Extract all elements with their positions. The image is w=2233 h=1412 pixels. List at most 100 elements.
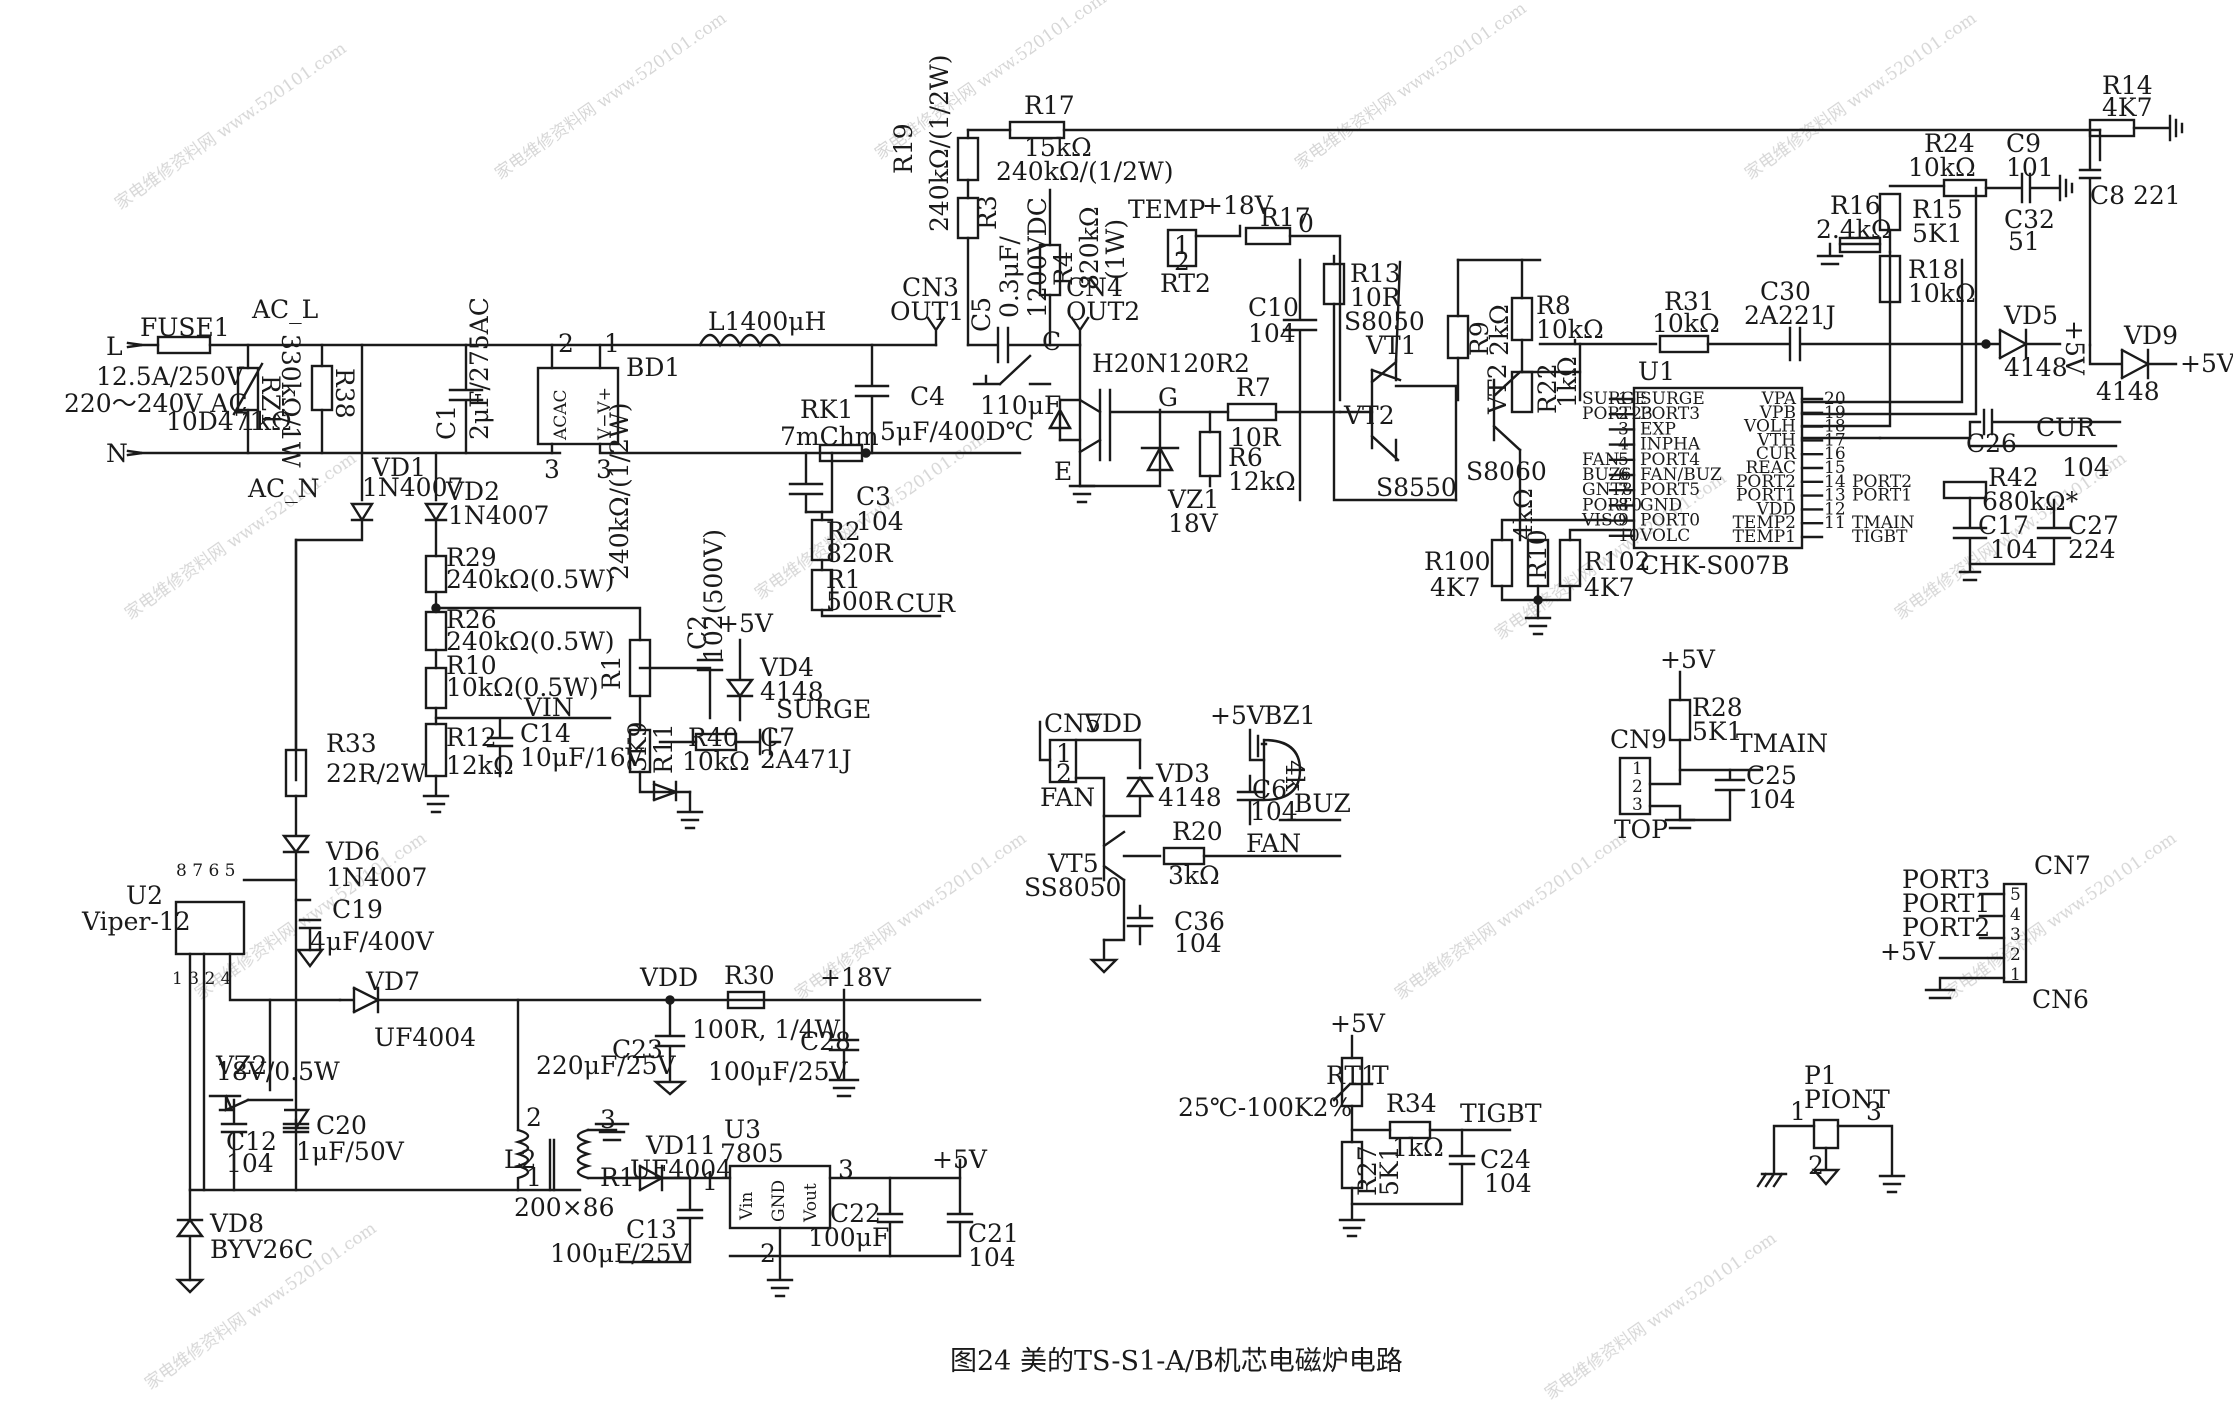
svg-text:4148: 4148 <box>1158 783 1222 812</box>
svg-text:820kΩ: 820kΩ <box>1075 206 1104 290</box>
svg-text:R14: R14 <box>2102 71 2153 100</box>
svg-text:C23: C23 <box>612 1035 663 1064</box>
svg-text:3: 3 <box>1866 1097 1882 1126</box>
svg-text:240kΩ(0.5W): 240kΩ(0.5W) <box>446 627 615 656</box>
svg-text:220～240V AC: 220～240V AC <box>64 389 248 418</box>
svg-text:TEMP: TEMP <box>1128 195 1205 224</box>
svg-text:R34: R34 <box>1386 1089 1437 1118</box>
u1-pin-left: PORT3 <box>1640 404 1700 424</box>
u1-net-left: FAN <box>1582 450 1620 470</box>
svg-text:V−V+: V−V+ <box>595 387 615 441</box>
svg-text:BYV26C: BYV26C <box>210 1235 313 1264</box>
u1-pin-left: PORT4 <box>1640 450 1700 470</box>
svg-text:+5V: +5V <box>2180 349 2233 378</box>
svg-text:+5V: +5V <box>718 609 774 638</box>
u1-pin-number: 11 <box>1824 513 1846 533</box>
svg-text:10kΩ: 10kΩ <box>1652 309 1720 338</box>
svg-text:101: 101 <box>2006 153 2054 182</box>
svg-text:+5V: +5V <box>1660 645 1716 674</box>
svg-text:RT2: RT2 <box>1160 269 1211 298</box>
svg-text:2: 2 <box>1808 1151 1824 1180</box>
svg-text:4: 4 <box>2010 905 2021 925</box>
svg-text:1: 1 <box>1174 231 1190 260</box>
svg-text:C19: C19 <box>332 895 383 924</box>
svg-text:10kΩ(0.5W): 10kΩ(0.5W) <box>446 673 599 702</box>
svg-text:12kΩ: 12kΩ <box>1228 467 1296 496</box>
svg-text:UF4004: UF4004 <box>630 1155 732 1184</box>
svg-text:1: 1 <box>1632 759 1643 779</box>
mcu-u1: U1 CHK-S007B SURGE1SURGEPORT32PORT23EXP3… <box>1538 71 2233 582</box>
fan-buzzer-section: CN5 VDD 1 2 FAN VD3 4148 +5V BZ1 4k C6 1… <box>1024 701 1351 974</box>
driver-section: TEMP +18V 1 2 RT2 R17 0 C10 104 R13 10R … <box>1128 191 1651 636</box>
svg-text:VDD: VDD <box>639 963 698 992</box>
svg-text:VD3: VD3 <box>1155 759 1210 788</box>
svg-text:R7: R7 <box>1236 373 1271 402</box>
svg-text:OUT2: OUT2 <box>1066 297 1140 326</box>
svg-text:E: E <box>1054 457 1072 486</box>
svg-text:家电维修资料网 www.520101.com: 家电维修资料网 www.520101.com <box>121 448 360 624</box>
svg-text:4K7: 4K7 <box>1584 573 1635 602</box>
svg-text:5: 5 <box>2010 885 2021 905</box>
svg-text:2A471J: 2A471J <box>760 745 852 774</box>
svg-text:VDD: VDD <box>1083 709 1142 738</box>
svg-text:3K9: 3K9 <box>623 722 652 773</box>
svg-text:CN7: CN7 <box>2034 851 2091 880</box>
svg-text:104: 104 <box>2062 453 2110 482</box>
svg-text:家电维修资料网 www.520101.com: 家电维修资料网 www.520101.com <box>1291 0 1530 174</box>
svg-text:VD7: VD7 <box>365 967 420 996</box>
svg-text:FAN: FAN <box>1246 829 1301 858</box>
point-p1: P1 PIONT 1 2 3 <box>1756 1061 1906 1194</box>
u1-pin-number: 12 <box>1824 499 1846 519</box>
svg-text:VZ2: VZ2 <box>215 1051 267 1080</box>
svg-text:500R: 500R <box>826 587 894 616</box>
svg-text:PORT2: PORT2 <box>1902 913 1990 942</box>
svg-text:CN6: CN6 <box>2032 985 2089 1014</box>
svg-text:18V: 18V <box>1168 509 1219 538</box>
svg-text:C3: C3 <box>856 482 891 511</box>
svg-text:Vout: Vout <box>801 1183 821 1223</box>
svg-text:104: 104 <box>1250 797 1298 826</box>
svg-text:SURGE: SURGE <box>776 695 871 724</box>
u1-net-left: SURGE <box>1582 389 1647 409</box>
svg-text:T: T <box>1372 1061 1389 1090</box>
svg-text:VT1: VT1 <box>1365 331 1417 360</box>
u1-pin-left: VOLC <box>1639 526 1690 546</box>
svg-text:4K7: 4K7 <box>1430 573 1481 602</box>
svg-text:7mChm: 7mChm <box>780 422 879 451</box>
u1-pin-number: 16 <box>1824 444 1846 464</box>
svg-text:C22: C22 <box>830 1199 881 1228</box>
svg-text:5K1: 5K1 <box>1375 1146 1404 1197</box>
svg-text:U1: U1 <box>1638 357 1675 386</box>
svg-text:N: N <box>106 439 128 468</box>
svg-text:P1: P1 <box>1804 1061 1837 1090</box>
svg-text:10R: 10R <box>1350 283 1402 312</box>
svg-text:C1: C1 <box>432 405 461 440</box>
svg-text:R1: R1 <box>597 655 626 690</box>
svg-text:VD11: VD11 <box>645 1131 716 1160</box>
svg-text:R102: R102 <box>1584 547 1651 576</box>
svg-text:C7: C7 <box>760 723 795 752</box>
svg-text:1: 1 <box>526 1163 542 1192</box>
svg-text:12.5A/250V: 12.5A/250V <box>96 362 245 391</box>
u1-net-left: GNT8 <box>1582 480 1633 500</box>
svg-text:VD6: VD6 <box>325 837 380 866</box>
svg-text:CHK-S007B: CHK-S007B <box>1640 551 1789 580</box>
svg-text:R10: R10 <box>446 651 497 680</box>
svg-text:AC_N: AC_N <box>247 474 320 503</box>
svg-text:C10: C10 <box>1248 293 1299 322</box>
svg-text:3: 3 <box>2010 925 2021 945</box>
svg-text:1: 1 <box>702 1167 718 1196</box>
svg-text:110μF: 110μF <box>980 391 1061 420</box>
svg-text:1: 1 <box>2010 965 2021 985</box>
svg-text:L2: L2 <box>504 1145 537 1174</box>
svg-text:8 7 6 5: 8 7 6 5 <box>176 861 235 881</box>
svg-text:R28: R28 <box>1692 693 1743 722</box>
svg-text:1kΩ: 1kΩ <box>240 407 292 436</box>
svg-text:4K7: 4K7 <box>2102 93 2153 122</box>
u1-pin-right: VDD <box>1755 499 1796 519</box>
svg-text:2: 2 <box>558 329 574 358</box>
svg-text:TOP: TOP <box>1614 815 1668 844</box>
svg-text:5K1: 5K1 <box>1692 717 1743 746</box>
svg-text:FAN: FAN <box>1040 783 1095 812</box>
svg-text:R3: R3 <box>973 195 1002 230</box>
